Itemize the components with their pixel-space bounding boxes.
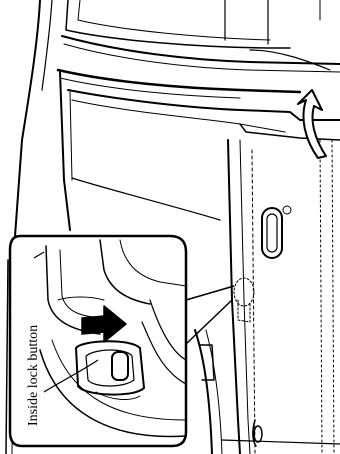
curved-arrow-up-icon [298,90,326,158]
inside-lock-button-label: Inside lock button [26,325,41,426]
callout-box: Inside lock button [10,236,234,446]
